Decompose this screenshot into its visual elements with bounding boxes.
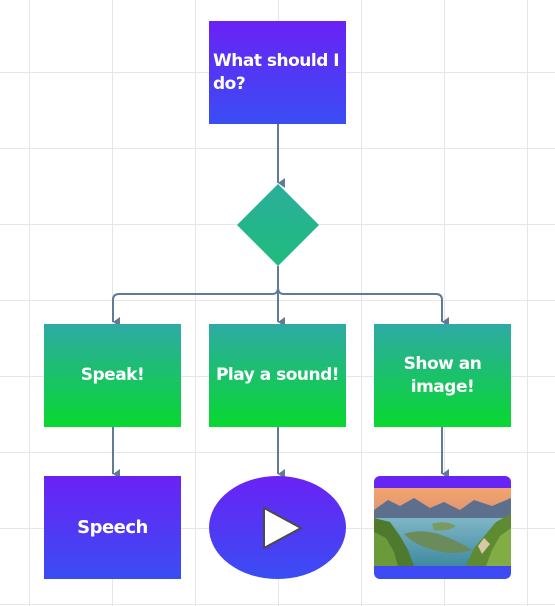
connector-decision-to-speak <box>112 266 279 327</box>
image-node[interactable] <box>374 476 511 579</box>
branch-image-label: Show an image! <box>403 353 482 397</box>
branch-image-node[interactable]: Show an image! <box>374 324 511 427</box>
landscape-image <box>374 488 511 566</box>
branch-sound-node[interactable]: Play a sound! <box>209 324 346 427</box>
branch-speak-label: Speak! <box>80 365 145 385</box>
connector-decision-to-image <box>277 287 449 327</box>
play-icon <box>263 506 304 550</box>
start-node-label: What should I do? <box>213 50 340 94</box>
speech-node[interactable]: Speech <box>44 476 181 579</box>
branch-speak-node[interactable]: Speak! <box>44 324 181 427</box>
start-node[interactable]: What should I do? <box>209 21 346 124</box>
branch-sound-label: Play a sound! <box>215 365 340 385</box>
speech-node-label: Speech <box>77 517 148 538</box>
